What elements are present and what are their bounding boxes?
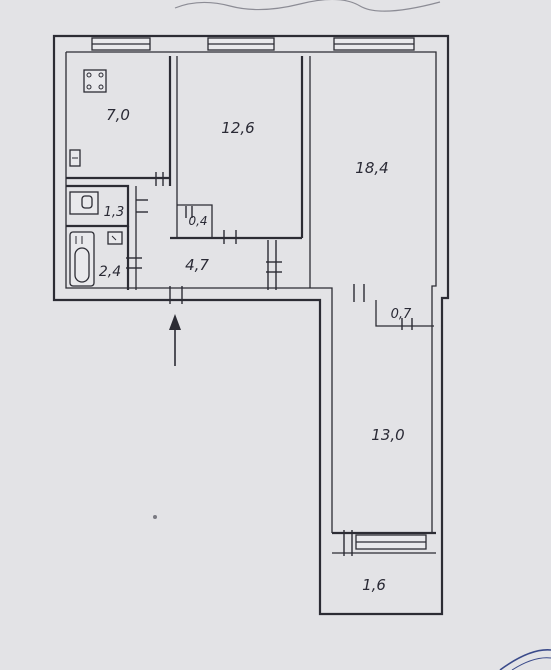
area-kitchen: 7,0 [106,106,130,124]
area-room-middle: 12,6 [221,119,254,137]
area-room-lower: 13,0 [371,426,404,444]
entrance-arrow [169,314,181,366]
stamp-fragment [499,649,551,670]
area-bathroom: 2,4 [99,264,121,280]
area-hallway: 4,7 [185,256,209,274]
area-room-large: 18,4 [355,159,388,177]
area-closet-small: 0,4 [188,214,207,228]
washbasin-icon [107,231,123,245]
area-closet-right: 0,7 [391,307,412,322]
bathtub-icon [69,231,95,287]
sink-icon [69,149,81,167]
area-wc: 1,3 [104,205,125,220]
header-scribble [174,0,441,12]
door-marks [126,172,413,556]
outer-walls [52,34,450,616]
stray-dot [153,515,157,519]
stove-icon [83,69,107,93]
toilet-icon [69,191,99,215]
windows [91,37,427,550]
area-balcony: 1,6 [362,576,386,594]
